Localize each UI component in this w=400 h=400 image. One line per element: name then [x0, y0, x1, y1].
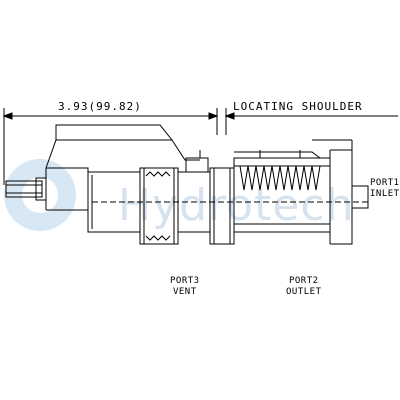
watermark-text: Hydrotech	[118, 180, 355, 231]
locating-shoulder-label: LOCATING SHOULDER	[233, 100, 363, 113]
port1-label: PORT1 INLET	[370, 178, 400, 200]
port1-function: INLET	[370, 189, 400, 199]
port2-name: PORT2	[288, 276, 319, 286]
port3-function: VENT	[172, 287, 197, 297]
port3-name: PORT3	[170, 276, 200, 286]
port3-label: PORT3 VENT	[170, 276, 200, 298]
overall-length-dimension: 3.93(99.82)	[58, 100, 142, 113]
port2-function: OUTLET	[286, 287, 322, 297]
port1-name: PORT1	[370, 178, 400, 188]
port2-label: PORT2 OUTLET	[286, 276, 322, 298]
